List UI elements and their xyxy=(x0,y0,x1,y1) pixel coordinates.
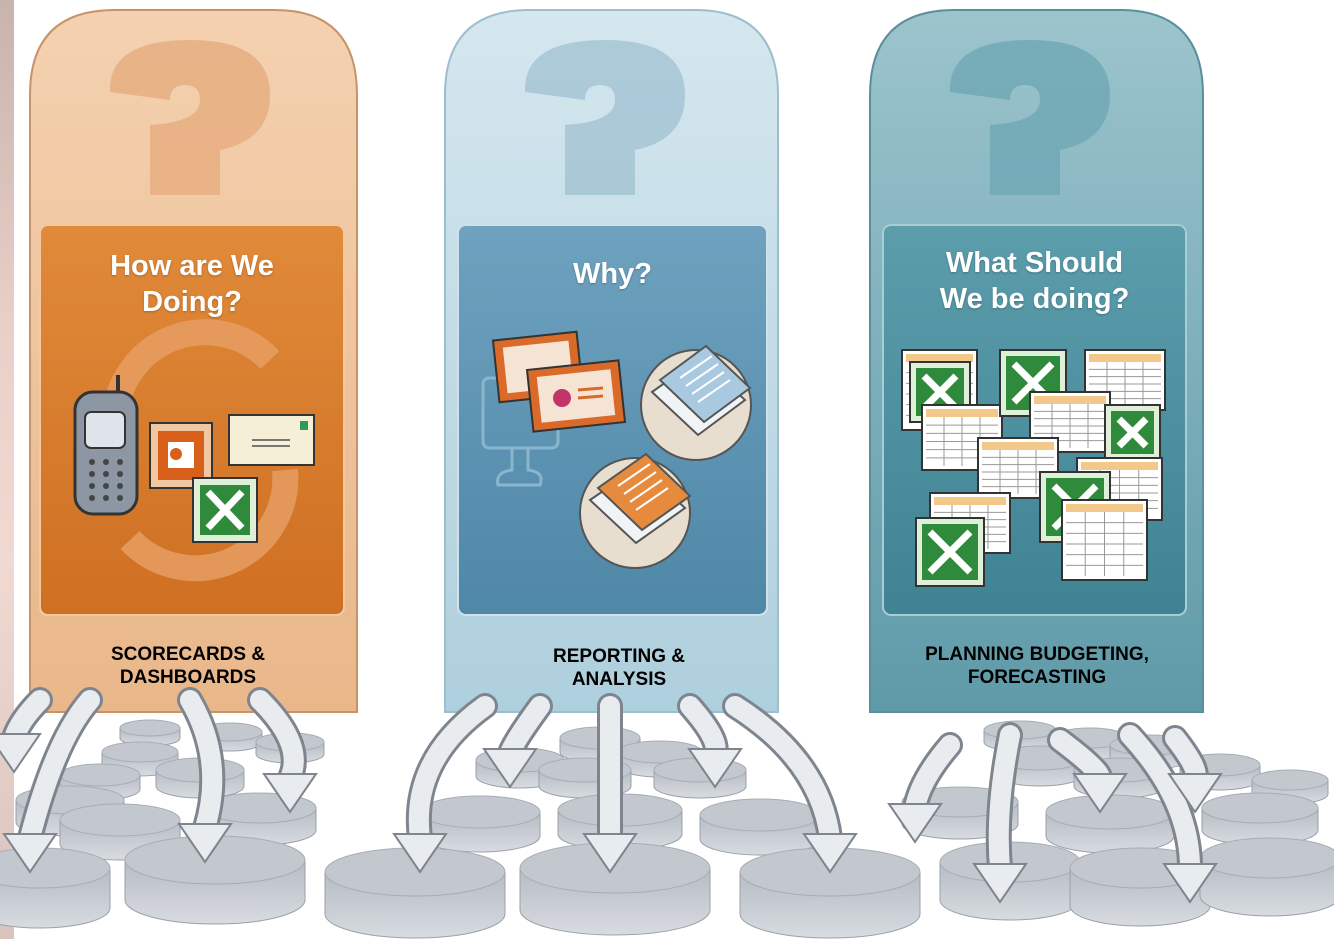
curved-arrow-icon xyxy=(887,732,963,844)
excel-icon xyxy=(915,517,985,587)
question-mark-icon xyxy=(949,40,1110,195)
title-planning: What Should We be doing? xyxy=(883,245,1186,317)
document-stack-icon xyxy=(579,452,692,569)
caption-scorecards: SCORECARDS & DASHBOARDS xyxy=(30,643,346,689)
database-disk-icon xyxy=(119,719,181,747)
caption-line-1: PLANNING BUDGETING, xyxy=(925,644,1149,665)
title-line-1: What Should xyxy=(945,247,1124,279)
mobile-phone-icon xyxy=(73,375,139,516)
question-mark-icon xyxy=(524,40,685,195)
curved-arrow-icon xyxy=(582,693,638,874)
database-disk-icon xyxy=(1201,792,1319,846)
title-line-1: Why? xyxy=(573,258,652,290)
curved-arrow-icon xyxy=(0,687,53,774)
column-planning xyxy=(869,9,1204,713)
curved-arrow-icon xyxy=(677,693,743,789)
curved-arrow-icon xyxy=(392,693,498,874)
database-disk-icon xyxy=(324,847,506,939)
envelope-icon xyxy=(228,414,315,466)
curved-arrow-icon xyxy=(2,687,103,874)
database-disk-icon xyxy=(699,798,821,856)
title-line-2: We be doing? xyxy=(939,283,1130,315)
excel-icon xyxy=(1104,404,1161,461)
spreadsheet-collage xyxy=(901,349,1166,587)
database-disk-icon xyxy=(124,835,306,925)
caption-line-2: DASHBOARDS xyxy=(119,667,257,688)
curved-arrow-icon xyxy=(972,722,1028,904)
curved-arrow-icon xyxy=(1047,727,1128,814)
column-reporting xyxy=(444,9,779,713)
document-stack-icon xyxy=(640,344,752,461)
database-disk-icon xyxy=(0,847,111,929)
database-disk-icon xyxy=(1045,794,1175,854)
caption-reporting: REPORTING & ANALYSIS xyxy=(458,645,780,691)
caption-line-2: ANALYSIS xyxy=(571,669,667,690)
caption-planning: PLANNING BUDGETING, FORECASTING xyxy=(870,643,1204,689)
caption-line-2: FORECASTING xyxy=(967,667,1107,688)
caption-line-1: REPORTING & xyxy=(553,646,685,667)
database-disk-icon xyxy=(1199,837,1334,917)
title-line-1: How are We xyxy=(110,250,274,282)
column-scorecards xyxy=(29,9,358,713)
question-mark-icon xyxy=(109,40,270,195)
title-reporting: Why? xyxy=(458,256,767,292)
title-scorecards: How are We Doing? xyxy=(40,248,344,320)
curved-arrow-icon xyxy=(247,687,318,814)
excel-icon xyxy=(192,477,258,543)
spreadsheet-icon xyxy=(1061,499,1148,581)
database-disk-icon xyxy=(419,795,541,853)
curved-arrow-icon xyxy=(1162,725,1223,814)
caption-line-1: SCORECARDS & xyxy=(110,644,266,665)
database-disk-icon xyxy=(519,842,711,936)
title-line-2: Doing? xyxy=(142,286,242,318)
left-edge-strip xyxy=(0,0,14,939)
curved-arrow-icon xyxy=(1117,722,1218,904)
curved-arrow-icon xyxy=(722,693,858,874)
curved-arrow-icon xyxy=(177,687,233,864)
presentation-slide-icon xyxy=(491,330,627,433)
curved-arrow-icon xyxy=(482,693,553,789)
